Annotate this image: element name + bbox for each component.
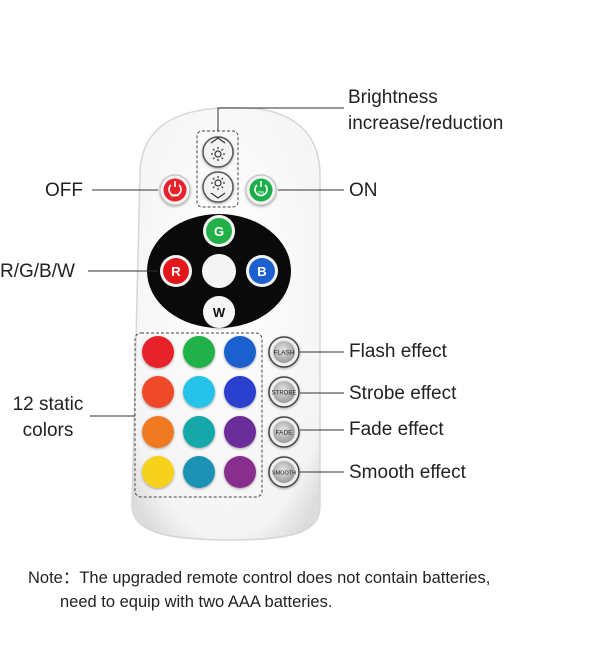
brightness-label-line2: increase/reduction (348, 113, 504, 134)
static-color-button-8[interactable] (183, 416, 215, 448)
smooth-button[interactable] (268, 456, 300, 488)
b-button-label: B (257, 264, 266, 279)
static-colors-label-line1: 12 static (12, 394, 84, 415)
w-button[interactable] (203, 296, 235, 328)
smooth-button-text: SMOOTH (272, 471, 296, 477)
off-button[interactable] (159, 174, 191, 206)
power-off-icon (168, 181, 182, 197)
rgbw-label: R/G/B/W (0, 261, 75, 282)
off-label: OFF (45, 180, 83, 201)
b-button[interactable] (246, 255, 278, 287)
r-button[interactable] (160, 255, 192, 287)
flash-button-text: FLASH (274, 350, 295, 357)
static-colors-group-box (134, 332, 263, 498)
brightness-up-button[interactable] (202, 136, 234, 168)
static-color-button-9[interactable] (224, 416, 256, 448)
fade-label: Fade effect (349, 419, 444, 440)
strobe-button[interactable] (268, 376, 300, 408)
g-button-label: G (214, 224, 224, 239)
battery-note: Note：The upgraded remote control does no… (28, 566, 490, 614)
battery-note-line1: Note：The upgraded remote control does no… (28, 569, 491, 587)
g-button[interactable] (203, 215, 235, 247)
static-color-button-4[interactable] (142, 376, 174, 408)
r-button-label: R (171, 264, 181, 279)
callout-lines (88, 107, 344, 473)
battery-note-line2: need to equip with two AAA batteries. (60, 593, 333, 611)
fade-button-text: FADE (276, 430, 294, 437)
static-color-button-1[interactable] (142, 336, 174, 368)
strobe-label: Strobe effect (349, 383, 457, 404)
brightness-down-icon (210, 176, 226, 199)
flash-button[interactable] (268, 336, 300, 368)
on-label: ON (349, 180, 378, 201)
static-colors-label: 12 static colors (8, 392, 88, 444)
static-color-button-2[interactable] (183, 336, 215, 368)
center-button[interactable] (202, 254, 236, 288)
power-on-icon (254, 181, 268, 197)
brightness-up-icon (210, 137, 226, 161)
smooth-label: Smooth effect (349, 462, 466, 483)
brightness-down-button[interactable] (202, 171, 234, 203)
static-color-button-5[interactable] (183, 376, 215, 408)
brightness-callout-line (217, 107, 344, 131)
static-color-grid (142, 336, 256, 488)
flash-label: Flash effect (349, 341, 447, 362)
static-colors-label-line2: colors (22, 420, 74, 441)
on-button[interactable] (245, 174, 277, 206)
on-button-text: ON (258, 190, 265, 195)
static-color-button-12[interactable] (224, 456, 256, 488)
brightness-label-line1: Brightness (348, 87, 438, 108)
brightness-label: Brightness increase/reduction (348, 85, 503, 137)
static-color-button-3[interactable] (224, 336, 256, 368)
off-button-text: OFF (171, 193, 180, 198)
static-color-button-10[interactable] (142, 456, 174, 488)
static-color-button-7[interactable] (142, 416, 174, 448)
fade-button[interactable] (268, 416, 300, 448)
static-color-button-11[interactable] (183, 456, 215, 488)
strobe-button-text: STROBE (272, 391, 297, 397)
w-button-label: W (213, 305, 226, 320)
static-color-button-6[interactable] (224, 376, 256, 408)
